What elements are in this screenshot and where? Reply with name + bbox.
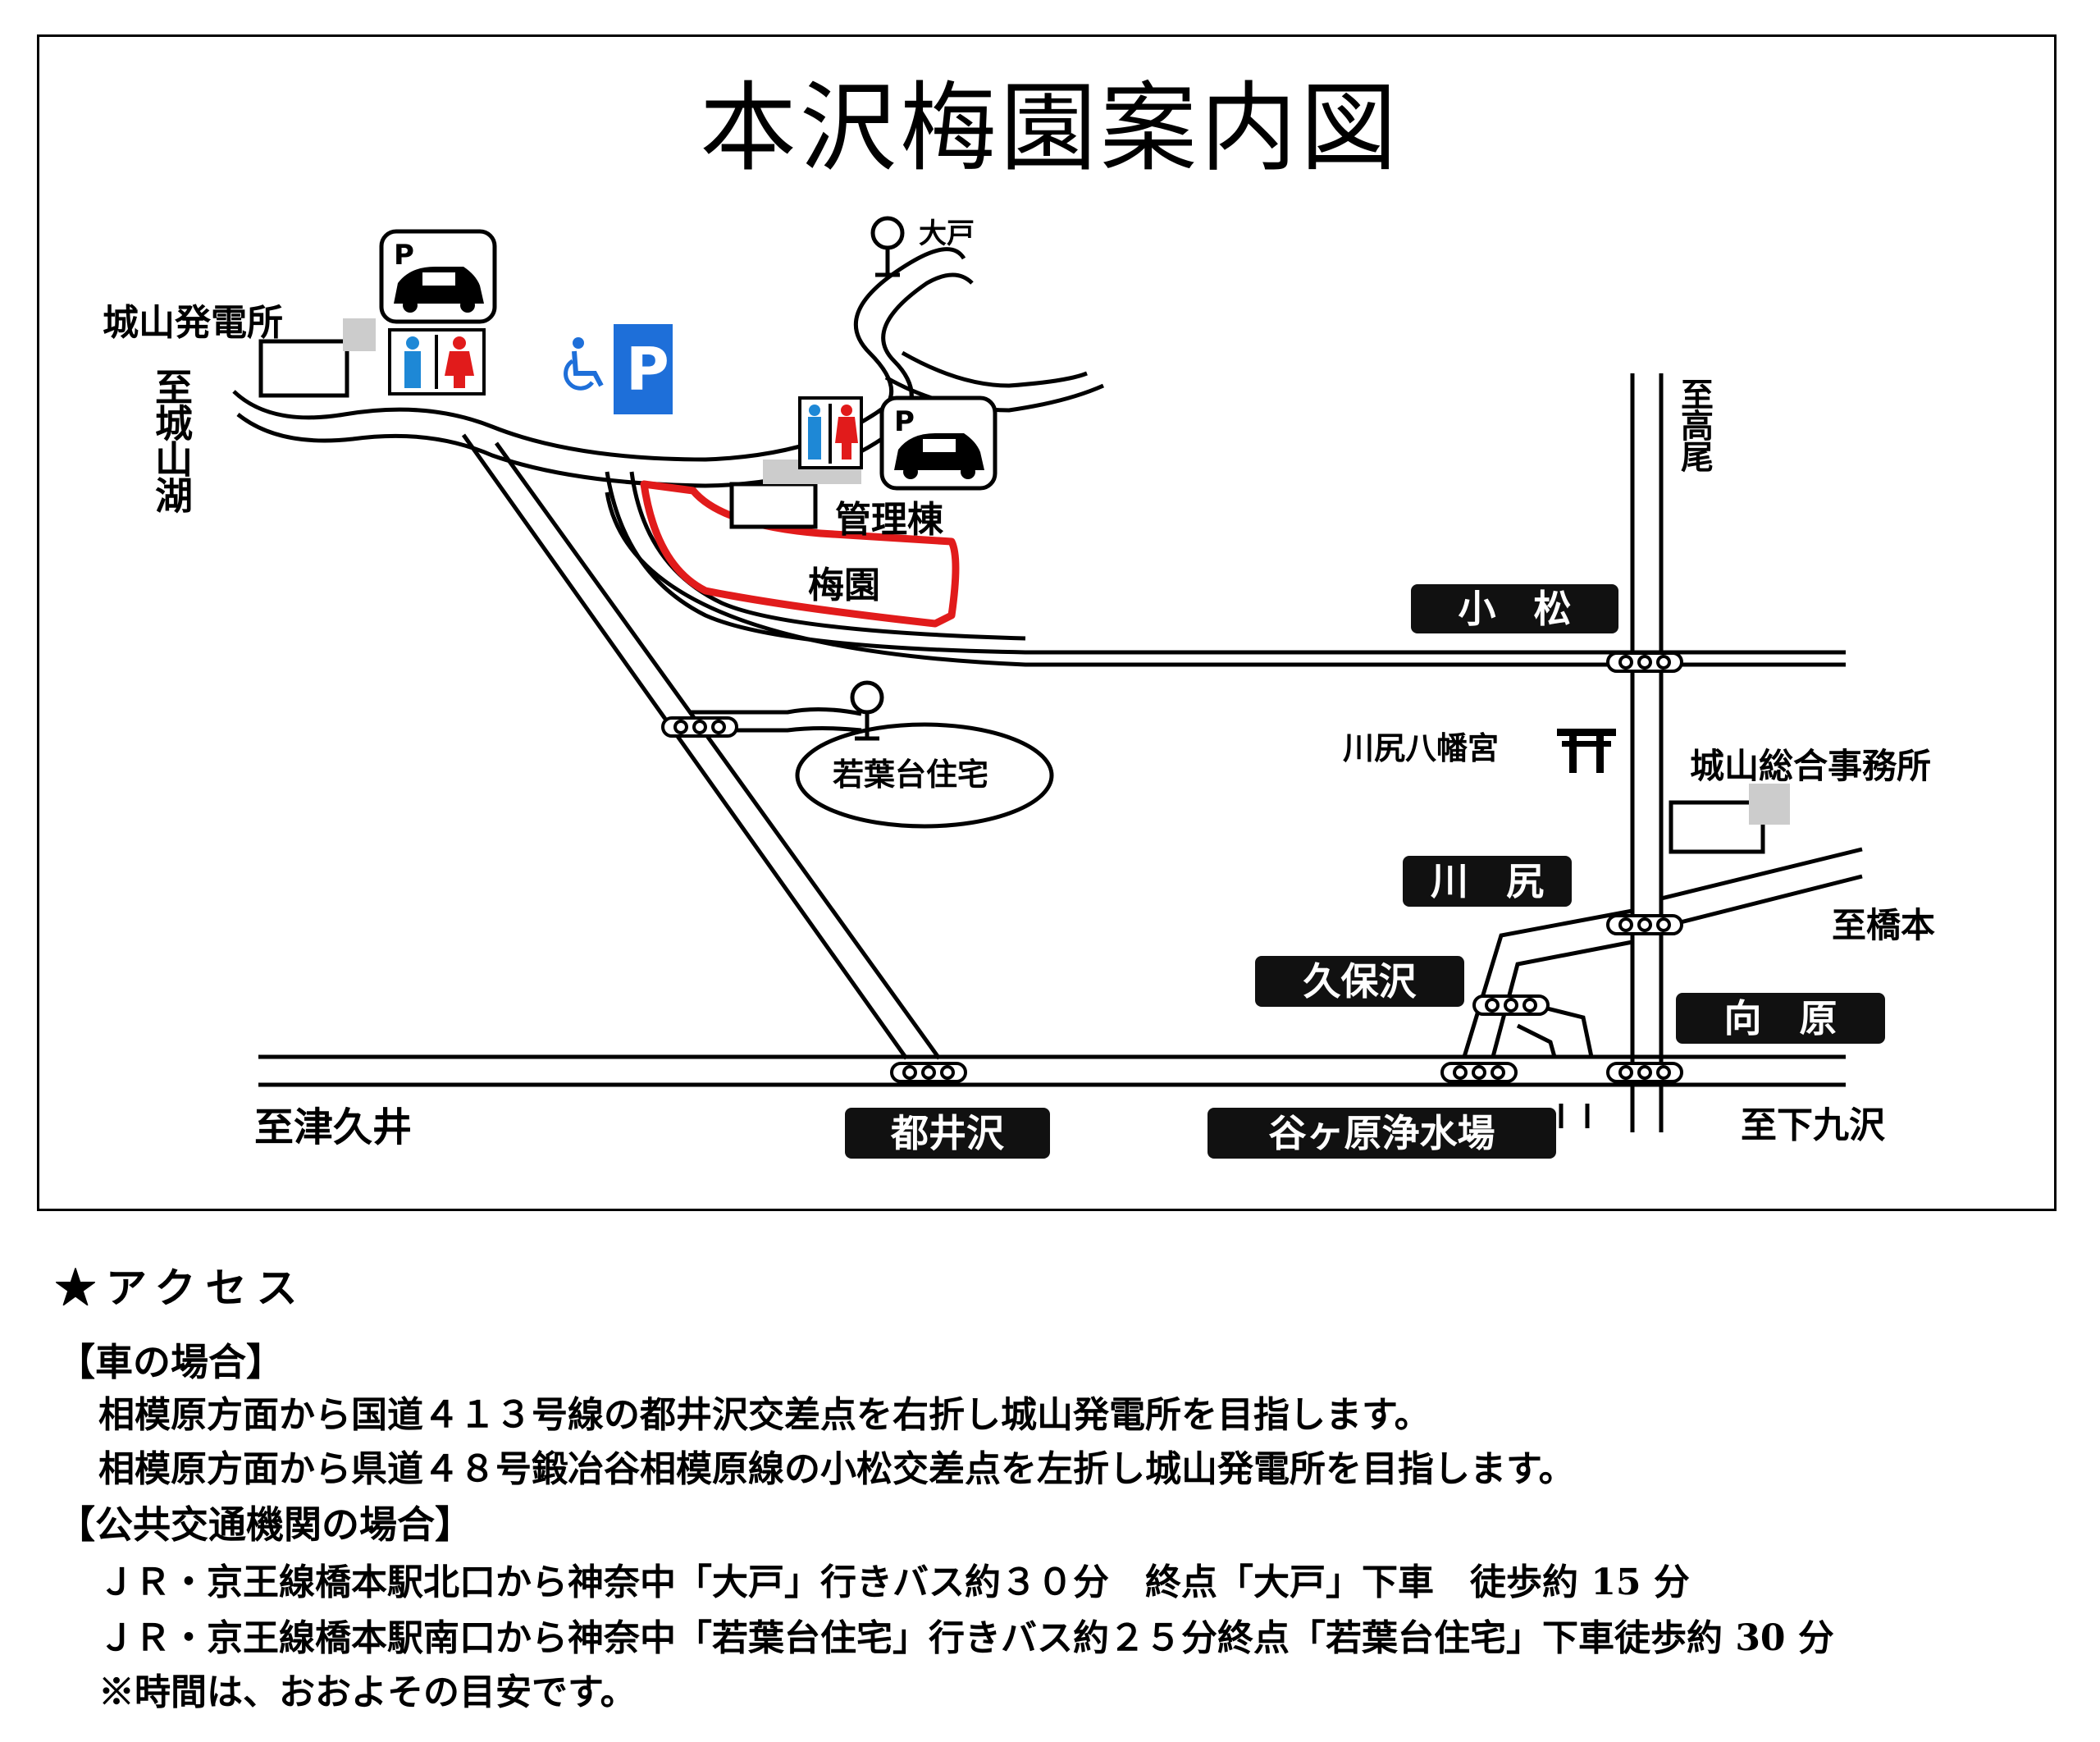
svg-text:P: P	[894, 405, 915, 438]
direction-shiroyama-lake: 至城山湖	[149, 368, 194, 512]
road-hashimoto-north	[1660, 847, 1863, 901]
route-map: P P P	[232, 216, 1863, 1132]
management-label: 管理棟	[835, 499, 943, 541]
office-label: 城山総合事務所	[1690, 746, 1932, 786]
road-diagonal-east	[494, 441, 942, 1060]
road-komatsu-south	[629, 471, 1026, 641]
transit-line: ＪＲ・京王線橋本駅南口から神奈中「若葉台住宅」行きバス約２５分終点「若葉台住宅」…	[98, 1617, 1834, 1659]
accessible-parking-icon: P	[564, 324, 673, 414]
road-kubosawa-a	[1462, 908, 1633, 1058]
office-building	[1669, 800, 1765, 854]
bus-stop-oto-label: 大戸	[919, 217, 975, 250]
map-title: 本沢梅園案内図	[699, 71, 1400, 185]
road-branch-east	[884, 375, 1105, 413]
road-diagonal-west	[461, 433, 909, 1060]
direction-tsukui: 至津久井	[254, 1104, 413, 1150]
svg-text:P: P	[626, 335, 669, 404]
intersection-mukaihara: 向 原	[1676, 993, 1885, 1044]
car-line: 相模原方面から国道４１３号線の都井沢交差点を右折し城山発電所を目指します。	[98, 1394, 1431, 1436]
transit-line: ＪＲ・京王線橋本駅北口から神奈中「大戸」行きバス約３０分 終点「大戸」下車 徒歩…	[98, 1561, 1690, 1603]
plum-garden-label: 梅園	[808, 565, 880, 606]
road-kubosawa-b	[1491, 940, 1633, 1058]
power-station-label: 城山発電所	[103, 302, 283, 344]
road-komatsu-north	[605, 471, 1846, 655]
road-wakabadai-south	[705, 726, 862, 733]
road-komatsu-south2	[605, 492, 1846, 667]
shrine-label: 川尻八幡宮	[1343, 730, 1500, 766]
road-hashimoto-south	[1660, 874, 1863, 930]
bus-stop-icon	[850, 216, 905, 741]
power-station-building	[258, 339, 349, 398]
road-kubosawa-c	[1516, 1023, 1557, 1058]
traffic-light-icon	[661, 652, 1683, 1083]
road-branch-east-2	[901, 350, 1088, 388]
parking-icon: P	[879, 395, 998, 491]
direction-shimokuzawa: 至下九沢	[1741, 1104, 1885, 1146]
intersection-komatsu: 小 松	[1411, 584, 1618, 633]
car-line: 相模原方面から県道４８号鍛冶谷相模原線の小松交差点を左折し城山発電所を目指します…	[98, 1448, 1575, 1490]
shrine-icon	[1557, 729, 1616, 773]
restroom-icon	[388, 328, 486, 395]
intersection-tsuisawa: 都井沢	[845, 1108, 1050, 1159]
transit-heading: 【公共交通機関の場合】	[57, 1502, 472, 1547]
road-kubosawa-d	[1533, 1003, 1594, 1058]
wakabadai-area	[795, 722, 1054, 829]
restroom-icon	[798, 396, 863, 469]
intersection-kawashiri: 川 尻	[1403, 856, 1572, 907]
direction-takao: 至高尾	[1675, 377, 1713, 471]
intersection-kubosawa: 久保沢	[1255, 956, 1464, 1007]
road-wakabadai-north	[689, 706, 862, 716]
access-heading: ★アクセス	[55, 1264, 308, 1312]
svg-text:P: P	[394, 239, 414, 272]
road-upper-north	[232, 247, 966, 462]
management-building	[729, 482, 818, 529]
car-heading: 【車の場合】	[57, 1340, 284, 1384]
bus-stop-wakabadai-label: 若葉台住宅	[833, 757, 989, 793]
parking-icon: P	[379, 229, 497, 324]
time-note: ※時間は、おおよその目安です。	[98, 1671, 637, 1713]
intersection-yagahara: 谷ヶ原浄水場	[1208, 1108, 1556, 1159]
road-upper-south	[236, 272, 974, 488]
direction-hashimoto: 至橋本	[1832, 905, 1936, 945]
